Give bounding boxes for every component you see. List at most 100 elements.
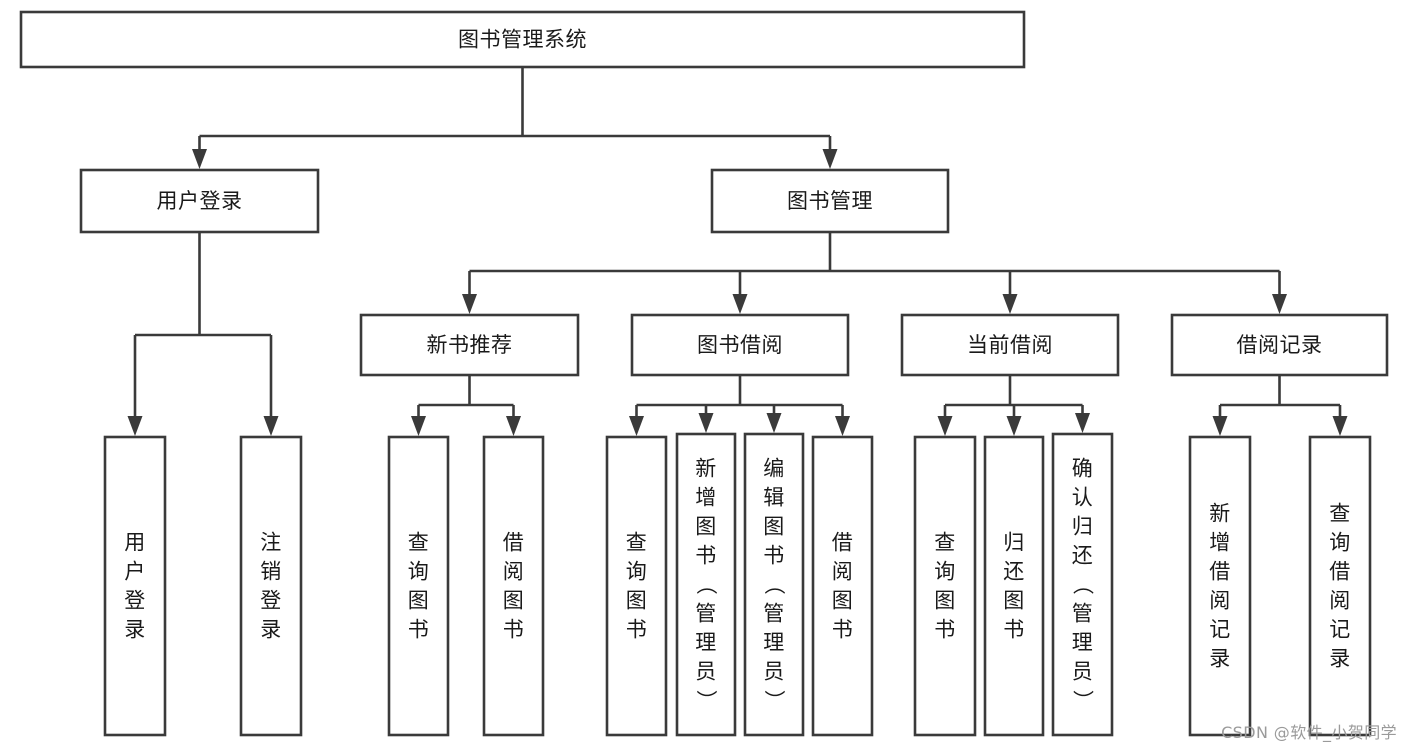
node-label-char: 户: [124, 560, 146, 584]
node-label-char: 归: [1003, 531, 1025, 555]
node-label-char: 登: [260, 589, 282, 613]
node-label-char: 询: [626, 560, 648, 584]
node-borrow[interactable]: 图书借阅: [630, 313, 850, 377]
node-label-char: 登: [124, 589, 146, 613]
arrow-head-icon: [1075, 413, 1090, 433]
nodes-layer: 图书管理系统用户登录图书管理新书推荐图书借阅当前借阅借阅记录用户登录注销登录查询…: [19, 10, 1389, 737]
node-login[interactable]: 用户登录: [79, 168, 320, 234]
node-label-char: 还: [1072, 544, 1094, 568]
node-label-char: 书: [832, 618, 854, 642]
node-label-char: 图: [503, 589, 525, 613]
node-label-char: 管: [695, 602, 717, 626]
node-box: [675, 432, 737, 737]
node-box: [743, 432, 805, 737]
node-label: 新书推荐: [427, 333, 513, 357]
node-label: 图书管理: [787, 189, 873, 213]
arrow-head-icon: [766, 413, 782, 433]
node-label-char: 借: [832, 531, 854, 555]
arrow-head-icon: [462, 294, 477, 314]
node-label-char: 书: [695, 544, 717, 568]
node-label-char: （: [694, 574, 718, 596]
node-label-char: ）: [1071, 690, 1095, 712]
node-label-char: 借: [503, 531, 525, 555]
node-label: 当前借阅: [967, 333, 1053, 357]
node-label-char: 图: [832, 589, 854, 613]
node-label-char: 员: [1072, 660, 1094, 684]
node-newbook[interactable]: 新书推荐: [359, 313, 580, 377]
node-label-char: 新: [695, 457, 717, 481]
node-label-char: 员: [763, 660, 785, 684]
arrow-head-icon: [1006, 416, 1022, 436]
node-label-char: 询: [408, 560, 430, 584]
node-box: [811, 435, 874, 737]
arrow-head-icon: [629, 416, 644, 436]
node-label-char: 书: [1003, 618, 1025, 642]
node-box: [19, 10, 1026, 69]
node-label-char: 注: [260, 531, 282, 555]
arrow-head-icon: [192, 149, 207, 169]
node-current[interactable]: 当前借阅: [900, 313, 1120, 377]
node-label-char: 用: [124, 531, 146, 555]
node-box: [239, 435, 303, 737]
node-label-char: 图: [763, 515, 785, 539]
node-box: [387, 435, 450, 737]
arrow-head-icon: [263, 416, 279, 436]
arrow-head-icon: [506, 416, 521, 436]
node-label-char: 阅: [832, 560, 854, 584]
node-label-char: 认: [1072, 486, 1094, 510]
node-label-char: 阅: [1209, 589, 1231, 613]
node-box: [103, 435, 167, 737]
node-label-char: 确: [1072, 457, 1094, 481]
node-label-char: （: [762, 574, 786, 596]
node-label-char: 录: [124, 618, 146, 642]
node-box: [359, 313, 580, 377]
node-label-char: 增: [1209, 531, 1231, 555]
node-records[interactable]: 借阅记录: [1170, 313, 1389, 377]
node-label-char: 书: [503, 618, 525, 642]
node-label-char: 查: [1329, 502, 1351, 526]
node-label-char: 归: [1072, 515, 1094, 539]
node-label-char: 理: [695, 631, 717, 655]
node-label-char: 图: [695, 515, 717, 539]
node-label-char: 记: [1329, 618, 1351, 642]
arrow-head-icon: [937, 416, 953, 436]
arrow-head-icon: [1272, 294, 1287, 314]
node-label-char: 录: [1209, 647, 1231, 671]
node-box: [1170, 313, 1389, 377]
node-box: [1188, 435, 1252, 737]
node-label-char: 查: [934, 531, 956, 555]
node-root[interactable]: 图书管理系统: [19, 10, 1026, 69]
node-box: [710, 168, 950, 234]
arrow-head-icon: [822, 149, 838, 169]
node-box: [605, 435, 668, 737]
node-box: [983, 435, 1045, 737]
node-box: [79, 168, 320, 234]
node-label-char: 增: [695, 486, 717, 510]
node-bookmgmt[interactable]: 图书管理: [710, 168, 950, 234]
arrow-head-icon: [698, 413, 714, 433]
node-l-login[interactable]: 用户登录: [103, 435, 167, 737]
node-label-char: 书: [626, 618, 648, 642]
node-label-char: 阅: [1329, 589, 1351, 613]
node-label-char: 理: [1072, 631, 1094, 655]
node-label-char: 图: [408, 589, 430, 613]
node-label-char: 管: [1072, 602, 1094, 626]
arrow-head-icon: [127, 416, 143, 436]
node-label: 用户登录: [157, 189, 243, 213]
arrow-head-icon: [732, 294, 748, 314]
node-label-char: 图: [934, 589, 956, 613]
node-box: [1051, 432, 1114, 737]
